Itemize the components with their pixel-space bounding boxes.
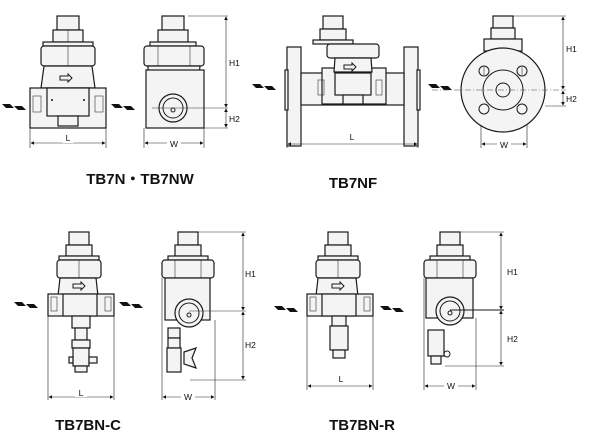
dimension-label-l: L <box>339 374 344 384</box>
flow-arrow-outline-icon <box>72 280 86 292</box>
dimension-label-l: L <box>79 388 84 398</box>
model-title-tb7bn-c: TB7BN-C <box>55 417 121 434</box>
dimension-label-l: L <box>350 132 355 142</box>
dimension-label-h2: H2 <box>245 340 256 350</box>
dimension-label-h2: H2 <box>229 114 240 124</box>
tb7bn-c-front-view: L <box>14 231 143 400</box>
dimension-label-h1: H1 <box>245 269 256 279</box>
flow-arrow-outline-icon <box>331 280 345 292</box>
dimension-label-w: W <box>447 381 455 391</box>
dimension-label-h1: H1 <box>229 58 240 68</box>
flow-direction-arrow-icon <box>252 84 276 90</box>
tb7bn-r-front-view: L <box>274 231 404 390</box>
tb7nf-front-view: L <box>252 15 421 148</box>
tb7nf-side-view: H1 H2 W <box>428 15 577 150</box>
tb7n-side-view: H1 H2 W <box>143 15 240 149</box>
flow-direction-arrow-icon <box>119 302 143 308</box>
flow-direction-arrow-icon <box>14 302 38 308</box>
flow-direction-arrow-icon <box>111 104 135 110</box>
model-title-tb7bn-r: TB7BN-R <box>329 417 395 434</box>
dimension-label-h2: H2 <box>566 94 577 104</box>
dimension-label-w: W <box>184 392 192 402</box>
dimension-label-w: W <box>170 139 178 149</box>
flow-direction-arrow-icon <box>274 306 298 312</box>
model-title-tb7n: TB7N・TB7NW <box>86 171 194 188</box>
dimension-label-h2: H2 <box>507 334 518 344</box>
tb7bn-r-side-view: H1 H2 W <box>423 231 518 391</box>
dimension-label-w: W <box>500 140 508 150</box>
flow-arrow-outline-icon <box>343 61 357 73</box>
flow-direction-arrow-icon <box>380 306 404 312</box>
model-title-tb7nf: TB7NF <box>329 175 377 192</box>
tb7n-front-view: L <box>2 15 135 148</box>
flow-direction-arrow-icon <box>2 104 26 110</box>
flow-arrow-outline-icon <box>59 72 73 84</box>
dimension-label-h1: H1 <box>507 267 518 277</box>
dimension-label-l: L <box>66 133 71 143</box>
dimension-label-h1: H1 <box>566 44 577 54</box>
flow-direction-arrow-icon <box>428 84 452 90</box>
tb7bn-c-side-view: H1 H2 W <box>161 231 256 402</box>
